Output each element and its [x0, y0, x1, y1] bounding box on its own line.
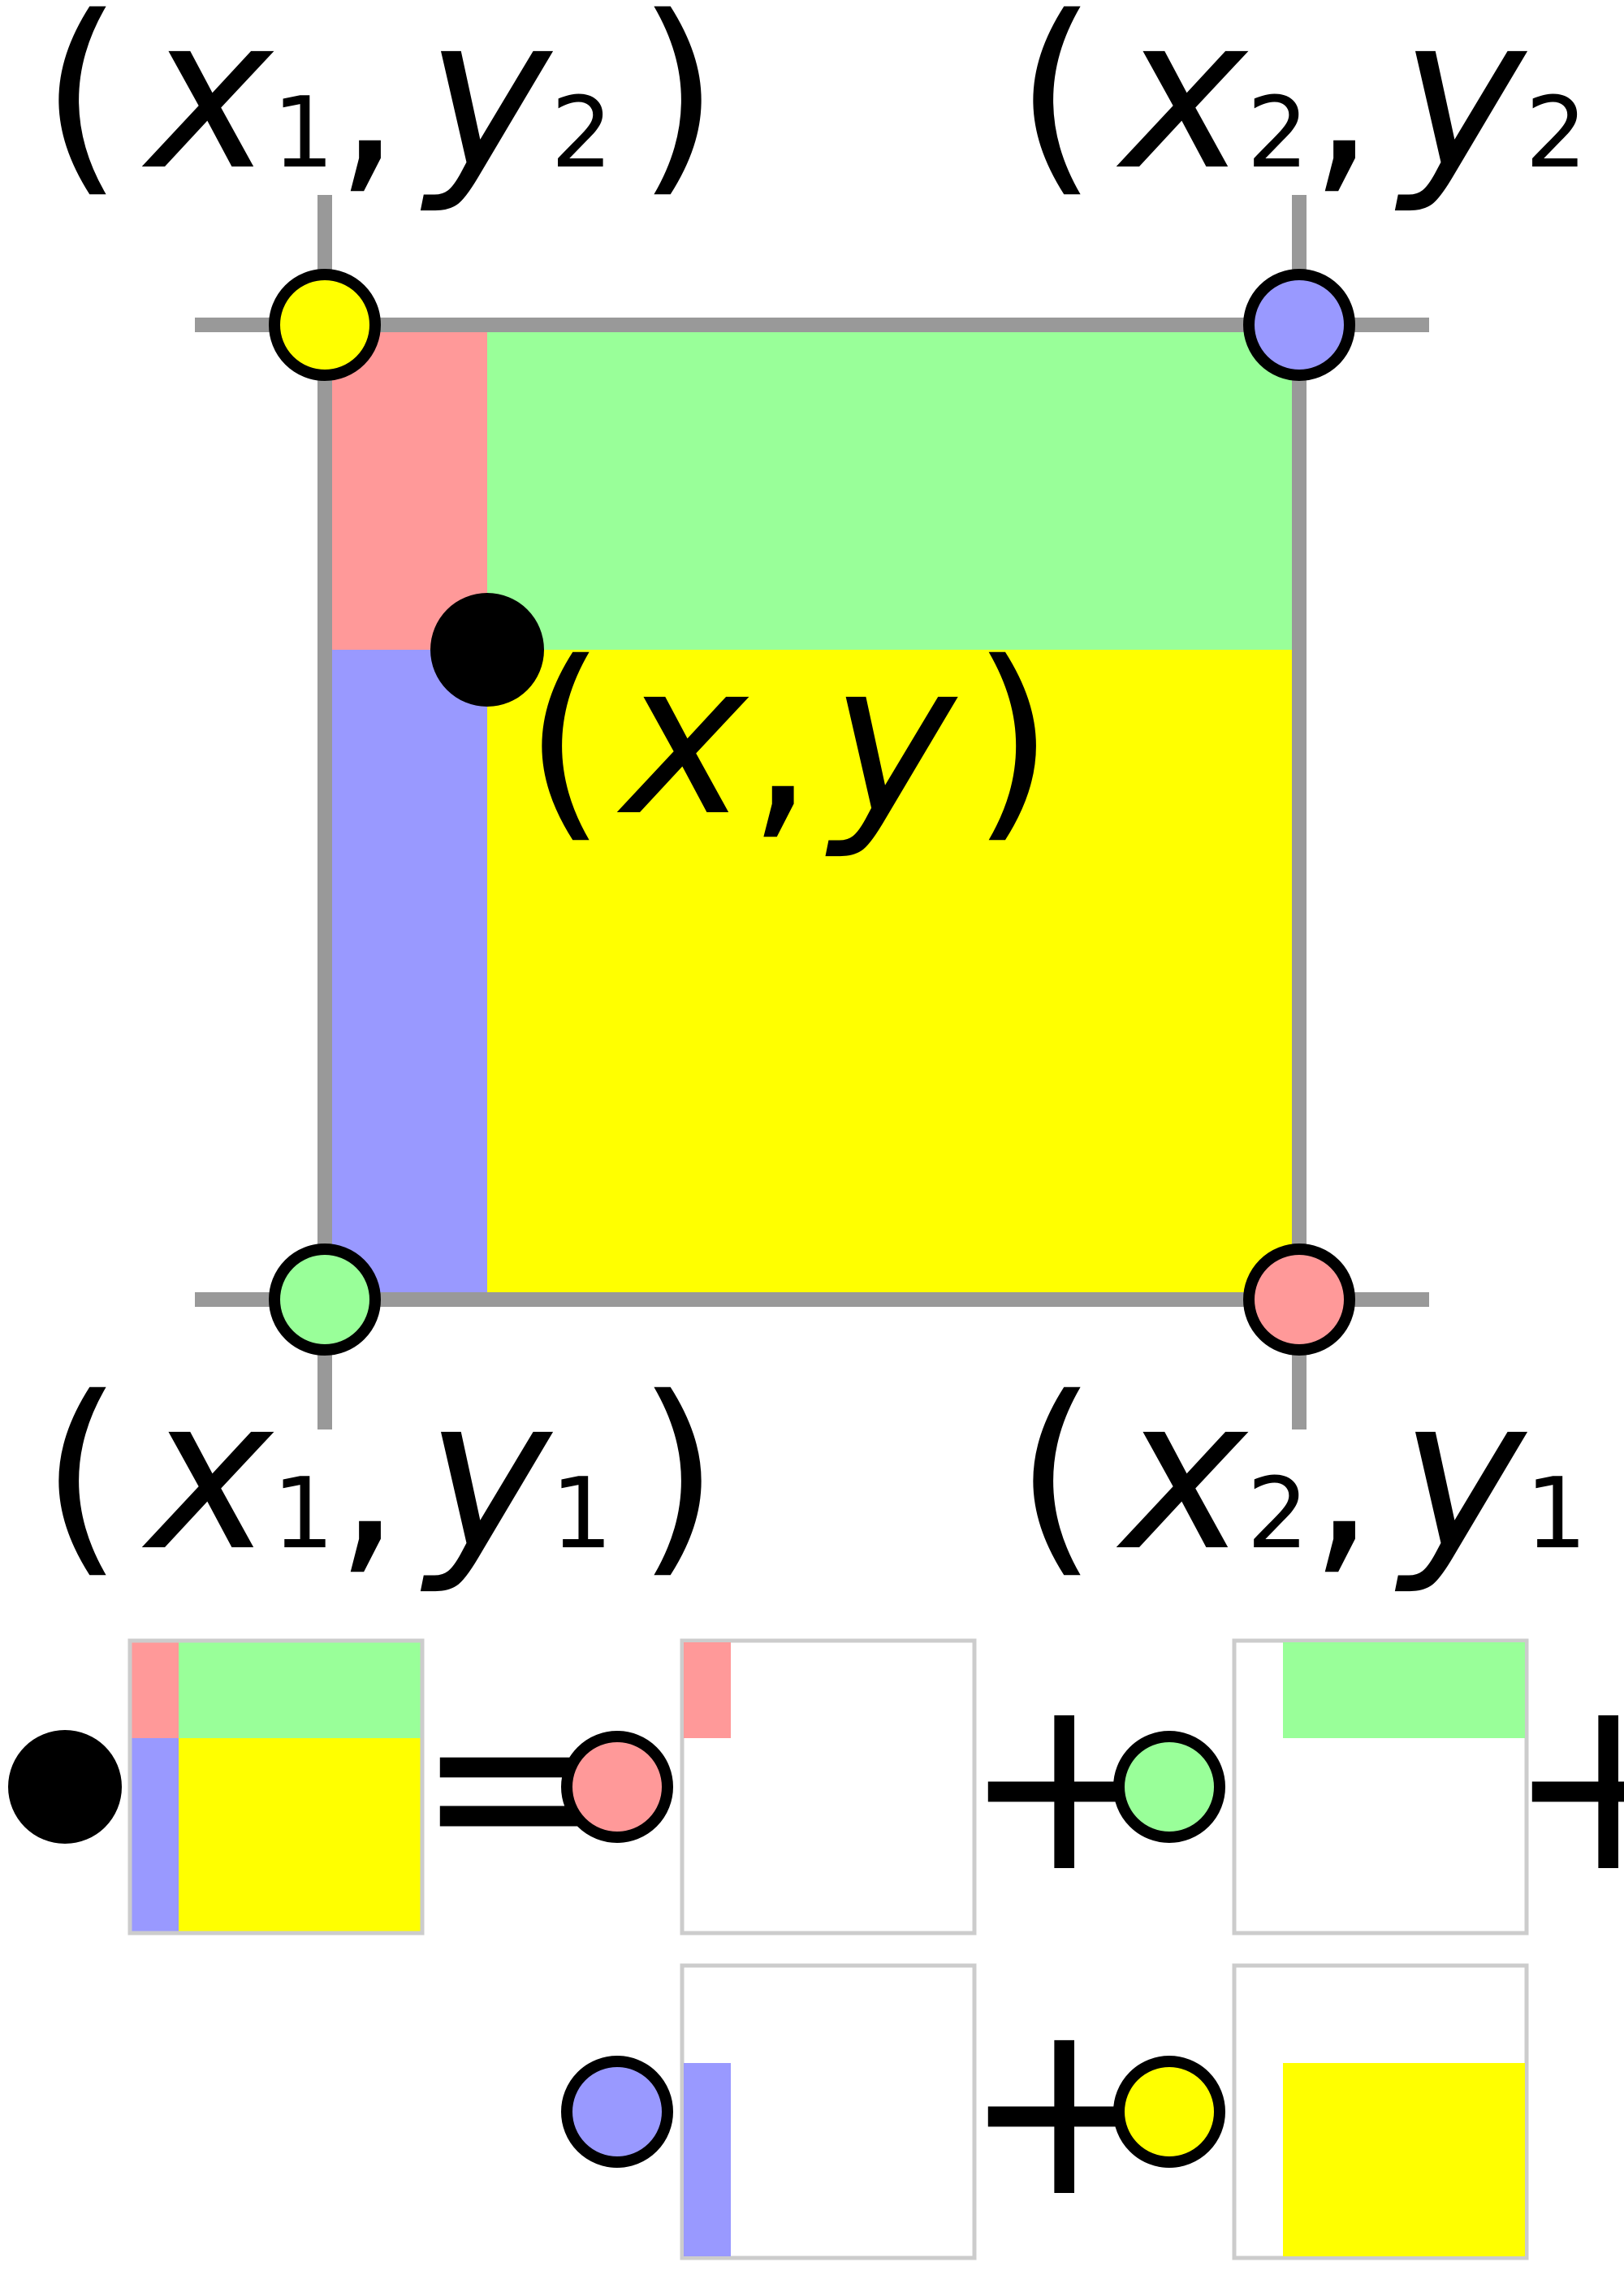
point-dot: [430, 593, 544, 707]
label-bottom-right: (x2,y1): [1015, 1352, 1624, 1598]
eq-green-box: [1232, 1638, 1529, 1935]
eq-blue-box: [680, 1963, 977, 2260]
eq-red-dot: [561, 1731, 673, 1843]
label-point: (x,y): [524, 617, 1054, 863]
corner-dot-bottom-right: [1243, 1243, 1355, 1356]
region-red: [325, 325, 487, 650]
label-top-left: (x1,y2): [41, 0, 719, 217]
eq-plus-2: +: [1506, 1642, 1624, 1926]
eq-yellow-box: [1232, 1963, 1529, 2260]
eq-green-dot: [1113, 1731, 1225, 1843]
region-blue: [325, 650, 487, 1300]
eq-yellow-dot: [1113, 2056, 1225, 2168]
label-top-right: (x2,y2): [1015, 0, 1624, 217]
corner-dot-top-right: [1243, 269, 1355, 381]
eq-full-box: [127, 1638, 425, 1935]
eq-blue-dot: [561, 2056, 673, 2168]
label-bottom-left: (x1,y1): [41, 1352, 719, 1598]
eq-red-box: [680, 1638, 977, 1935]
region-yellow: [487, 650, 1299, 1300]
corner-dot-bottom-left: [269, 1243, 381, 1356]
corner-dot-top-left: [269, 269, 381, 381]
eq-point-dot: [8, 1730, 122, 1844]
region-green: [487, 325, 1299, 650]
